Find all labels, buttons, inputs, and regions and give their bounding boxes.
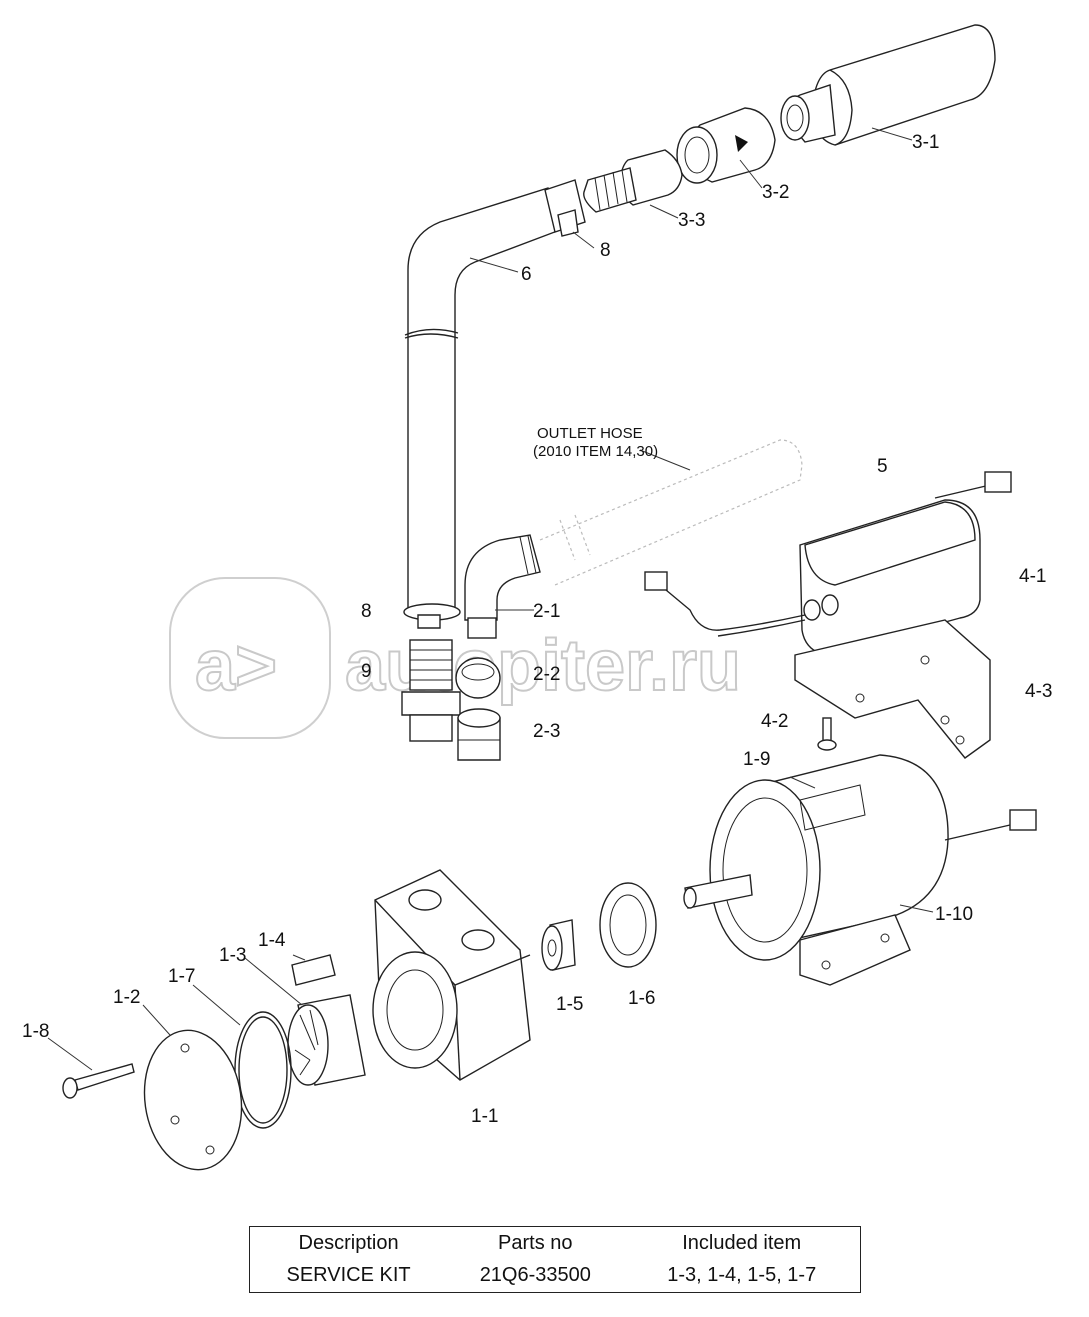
exploded-parts-diagram: a> autopiter.ru — [22, 24, 1052, 1171]
table-row: SERVICE KIT 21Q6-33500 1-3, 1-4, 1-5, 1-… — [250, 1259, 861, 1293]
part-9-fitting — [401, 639, 461, 742]
part-2-2-ring — [455, 657, 501, 699]
cell-parts-no: 21Q6-33500 — [479, 1264, 591, 1286]
part-1-5-bushing — [541, 919, 576, 971]
label-1-3: 1-3 — [219, 945, 246, 966]
svg-text:a>: a> — [195, 626, 277, 706]
label-2-3: 2-3 — [533, 721, 560, 742]
col-included-item: Included item — [682, 1231, 802, 1254]
part-3-2 — [676, 107, 776, 184]
label-9: 9 — [361, 661, 372, 682]
note-line-2: (2010 ITEM 14,30) — [533, 443, 658, 460]
label-3-2: 3-2 — [762, 182, 789, 203]
label-1-6: 1-6 — [628, 988, 655, 1009]
label-2-2: 2-2 — [533, 664, 560, 685]
label-1-10: 1-10 — [935, 904, 973, 925]
col-parts-no: Parts no — [498, 1231, 573, 1254]
label-1-4: 1-4 — [258, 930, 286, 951]
part-1-4-vane — [291, 954, 336, 986]
cell-description: SERVICE KIT — [286, 1264, 411, 1286]
label-1-2: 1-2 — [113, 987, 140, 1008]
part-1-3-rotor — [287, 994, 366, 1086]
label-2-1: 2-1 — [533, 601, 560, 622]
part-1-7-oring — [234, 1011, 292, 1129]
part-2-1-elbow — [464, 534, 541, 639]
part-6-hose — [403, 179, 586, 629]
label-8-bottom: 8 — [361, 601, 372, 622]
part-2-3-nipple — [457, 708, 501, 761]
service-kit-table: Description Parts no Included item SERVI… — [249, 1226, 861, 1293]
part-1-9-motor — [683, 754, 1037, 961]
part-1-6-bearing — [599, 882, 657, 968]
label-1-1: 1-1 — [471, 1106, 498, 1127]
label-1-8: 1-8 — [22, 1021, 49, 1042]
col-description: Description — [298, 1231, 399, 1254]
label-6: 6 — [521, 264, 532, 285]
part-1-2-cover — [143, 1029, 243, 1171]
part-5-controller — [644, 471, 1012, 656]
label-1-5: 1-5 — [556, 994, 583, 1015]
part-4-2-screw — [817, 717, 837, 751]
label-3-1: 3-1 — [912, 132, 939, 153]
label-4-1: 4-1 — [1019, 566, 1046, 587]
label-8-top: 8 — [600, 240, 611, 261]
cell-included-item: 1-3, 1-4, 1-5, 1-7 — [667, 1264, 817, 1286]
part-3-3 — [583, 149, 683, 213]
part-1-8-screw — [62, 1063, 135, 1099]
note-line-1: OUTLET HOSE — [537, 425, 643, 442]
part-1-1-housing — [372, 869, 531, 1081]
label-4-3: 4-3 — [1025, 681, 1052, 702]
part-3-1 — [780, 24, 996, 146]
label-4-2: 4-2 — [761, 711, 788, 732]
label-1-9: 1-9 — [743, 749, 770, 770]
leader-lines — [47, 127, 934, 1071]
label-3-3: 3-3 — [678, 210, 705, 231]
part-4-3-bracket — [794, 619, 991, 759]
label-5: 5 — [877, 456, 888, 477]
outlet-hose-ghost — [539, 439, 803, 586]
label-1-7: 1-7 — [168, 966, 195, 987]
part-1-10-base — [799, 914, 911, 986]
table-header-row: Description Parts no Included item — [250, 1227, 861, 1260]
